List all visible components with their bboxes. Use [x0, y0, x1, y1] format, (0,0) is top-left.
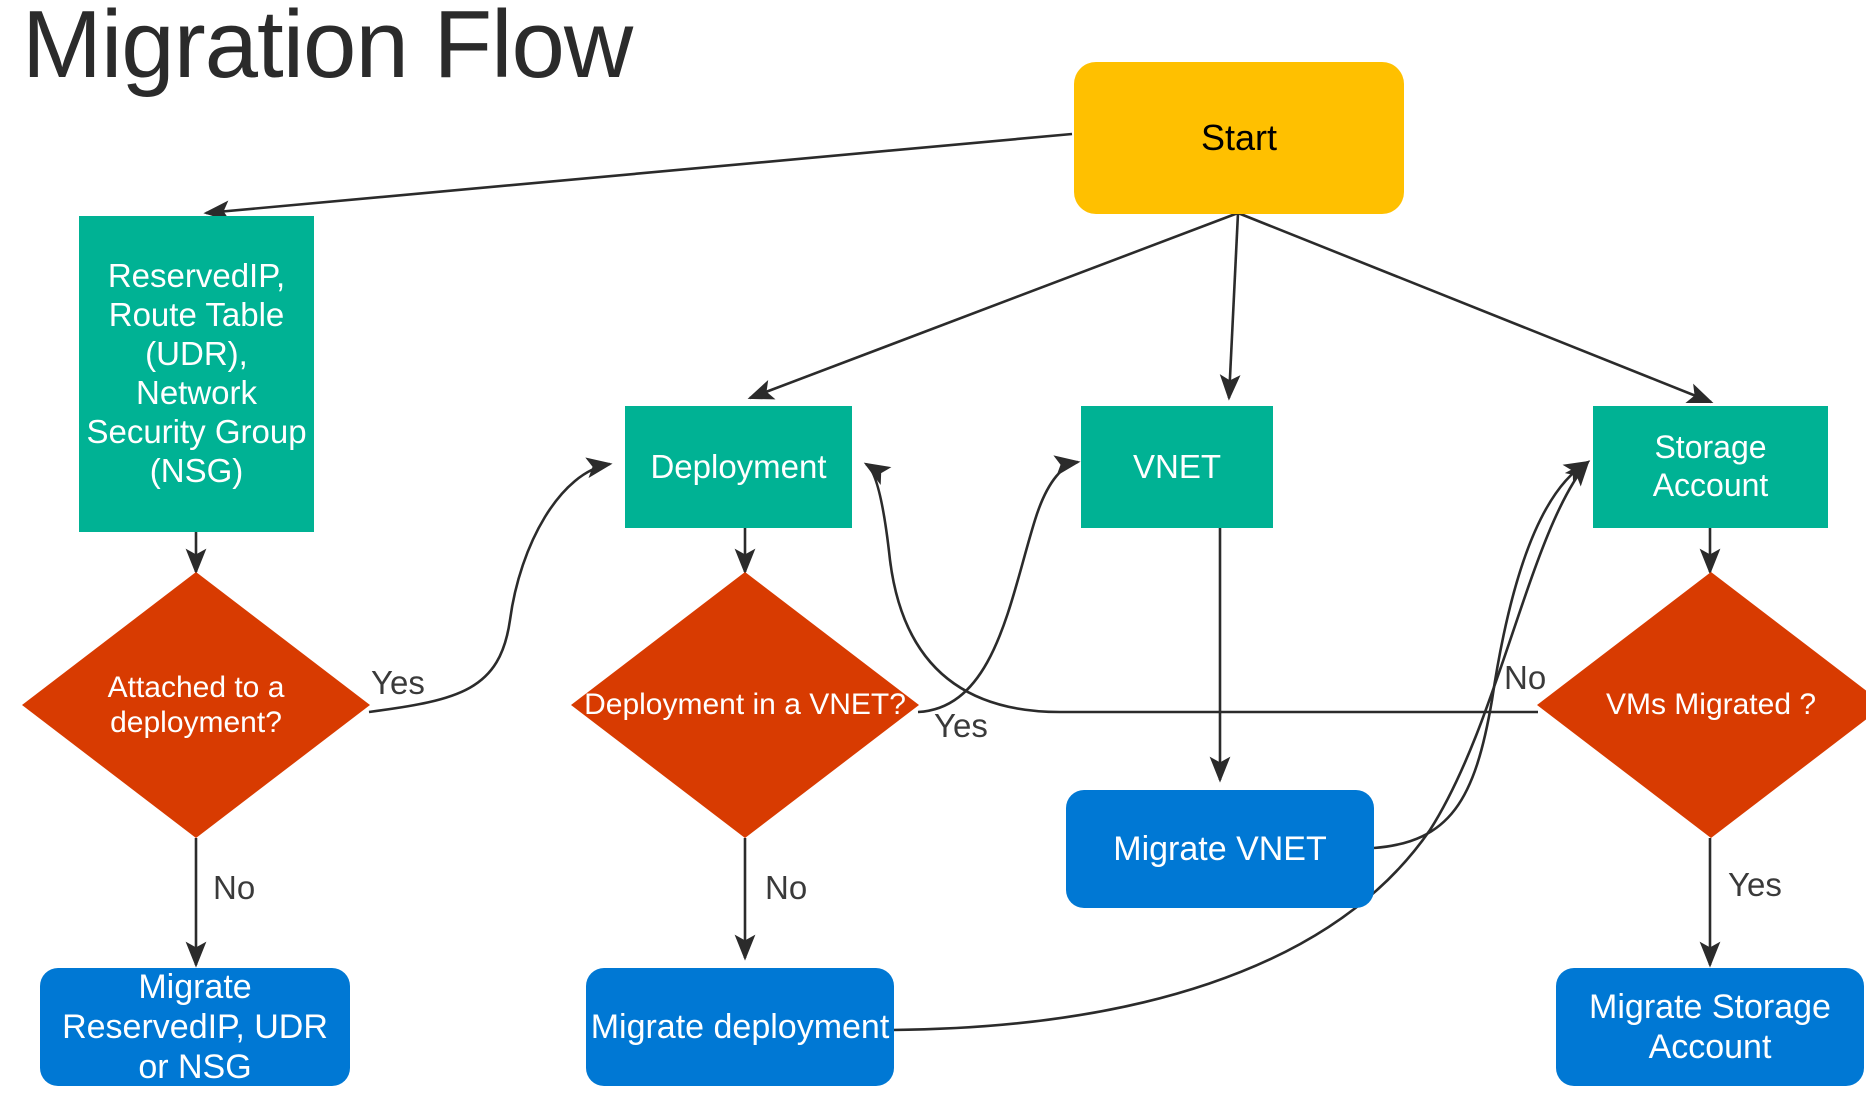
node-migrate-reserved-ip-label: Migrate ReservedIP, UDR or NSG	[62, 967, 328, 1087]
edge-start-to-reservedip	[203, 132, 1073, 222]
node-vms-migrated-decision-label: VMs Migrated ?	[1605, 688, 1817, 722]
page-title: Migration Flow	[22, 0, 633, 98]
node-reserved-ip[interactable]: ReservedIP, Route Table (UDR), Network S…	[79, 216, 314, 532]
edge-start-to-storage	[1237, 211, 1714, 404]
edge-label-attached-no: No	[213, 869, 256, 906]
node-storage-account-label: Storage Account	[1652, 429, 1769, 503]
node-start-label: Start	[1200, 116, 1278, 158]
node-deployment-vnet-decision-label: Deployment in a VNET?	[584, 688, 906, 722]
edge-vnetdecision-yes-to-vnet	[917, 455, 1081, 714]
edge-migrate-deployment-to-storage	[891, 460, 1590, 1032]
node-migrate-storage-account-label: Migrate Storage Account	[1589, 987, 1831, 1066]
node-deployment[interactable]: Deployment	[625, 406, 852, 528]
node-vnet-label: VNET	[1132, 447, 1221, 485]
node-reserved-ip-label: ReservedIP, Route Table (UDR), Network S…	[86, 257, 307, 489]
node-migrate-deployment-label: Migrate deployment	[590, 1007, 890, 1046]
node-migrate-storage-account[interactable]: Migrate Storage Account	[1556, 968, 1864, 1086]
node-start[interactable]: Start	[1074, 62, 1404, 214]
node-attached-decision[interactable]: Attached to a deployment?	[22, 572, 370, 838]
edge-start-to-vnet	[1219, 212, 1241, 401]
edge-label-attached-yes: Yes	[371, 664, 425, 701]
node-migrate-vnet-label: Migrate VNET	[1113, 829, 1327, 868]
node-migrate-reserved-ip[interactable]: Migrate ReservedIP, UDR or NSG	[40, 968, 350, 1086]
edge-label-deployment-vnet-no: No	[765, 869, 808, 906]
edge-label-vms-no: No	[1504, 659, 1547, 696]
node-vnet[interactable]: VNET	[1081, 406, 1273, 528]
node-migrate-deployment[interactable]: Migrate deployment	[586, 968, 894, 1086]
node-deployment-vnet-decision[interactable]: Deployment in a VNET?	[571, 572, 919, 838]
node-migrate-vnet[interactable]: Migrate VNET	[1066, 790, 1374, 908]
node-storage-account[interactable]: Storage Account	[1593, 406, 1828, 528]
node-deployment-label: Deployment	[650, 447, 827, 485]
edge-start-to-deployment	[747, 211, 1239, 400]
node-attached-decision-label: Attached to a deployment?	[107, 670, 285, 739]
edge-label-deployment-vnet-yes: Yes	[934, 707, 988, 744]
node-vms-migrated-decision[interactable]: VMs Migrated ?	[1537, 572, 1866, 838]
edge-label-vms-yes: Yes	[1728, 866, 1782, 903]
